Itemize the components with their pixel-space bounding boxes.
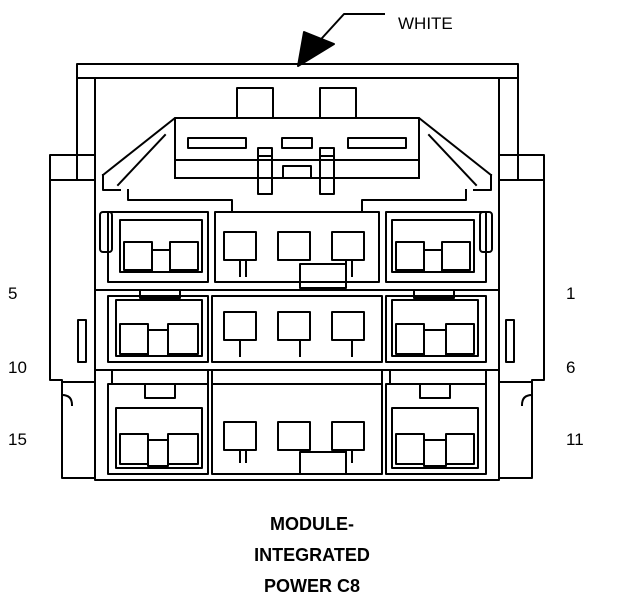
wire-color-label: WHITE xyxy=(398,14,453,33)
connector-housing xyxy=(49,63,545,481)
color-callout-arrow xyxy=(297,13,385,67)
cavity-grid xyxy=(94,211,500,475)
connector-title-line-1: MODULE- xyxy=(270,514,354,534)
pin-label-15: 15 xyxy=(8,430,27,449)
terminal-cavities-center xyxy=(223,231,365,475)
connector-diagram xyxy=(49,13,545,481)
connector-title-line-3: POWER C8 xyxy=(263,576,360,596)
pin-label-6: 6 xyxy=(566,358,576,377)
pin-label-5: 5 xyxy=(8,284,18,303)
pin-label-10: 10 xyxy=(8,358,27,377)
pin-label-11: 11 xyxy=(566,430,584,449)
pin-label-1: 1 xyxy=(566,284,576,303)
connector-title-line-2: INTEGRATED xyxy=(254,545,370,565)
terminal-cavities-outer xyxy=(115,219,479,469)
